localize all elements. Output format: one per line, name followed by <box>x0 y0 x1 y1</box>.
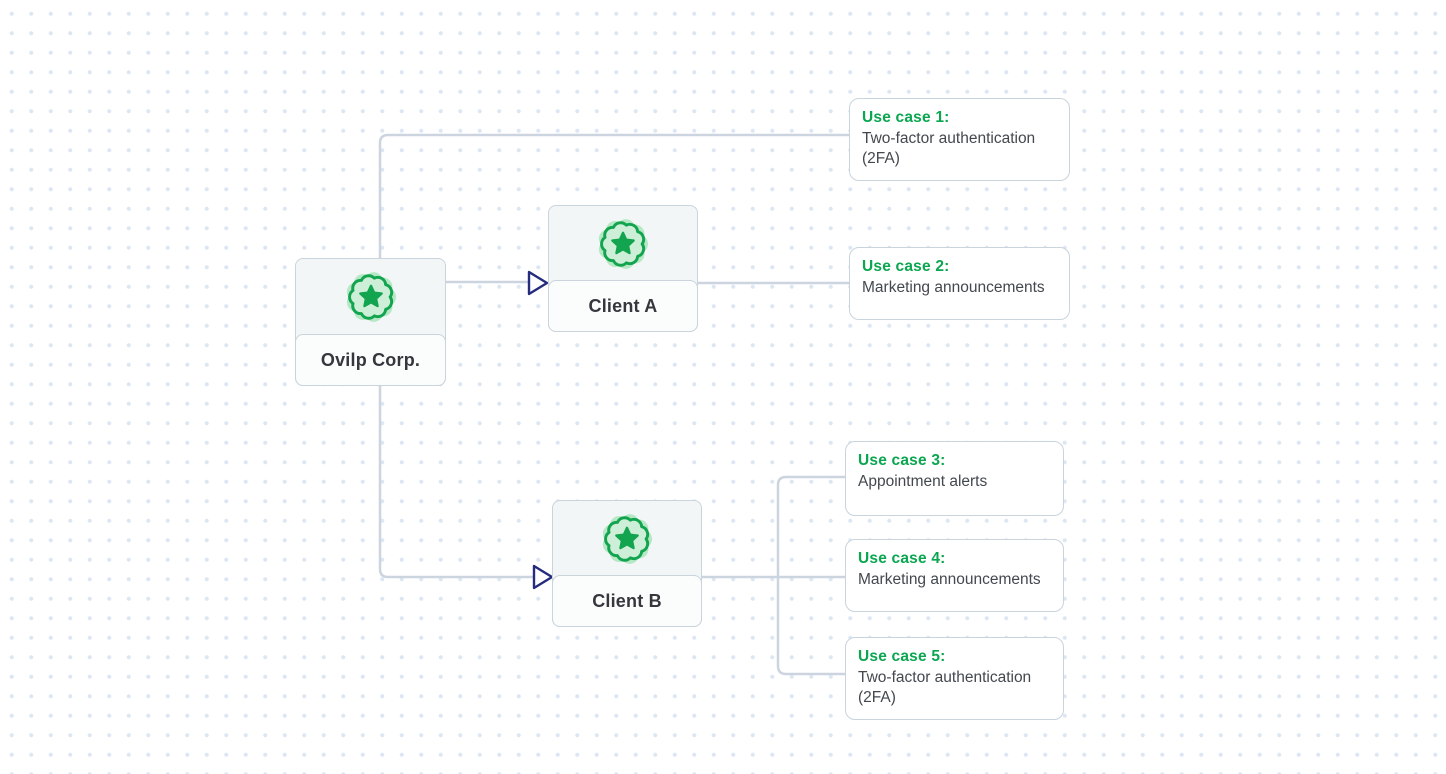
node-label: Client A <box>548 280 698 332</box>
use-case-title: Use case 4: <box>858 550 946 567</box>
node-label: Client B <box>552 575 702 627</box>
node-label-text: Ovilp Corp. <box>320 349 421 370</box>
use-case-card-5[interactable]: Use case 5: Two-factor authentication (2… <box>845 637 1064 720</box>
node-client-b[interactable]: Client B <box>552 500 702 627</box>
badge-star-icon <box>548 215 698 273</box>
connector-client-b-usecase3-usecase5 <box>776 475 845 676</box>
use-case-title: Use case 2: <box>862 258 950 275</box>
use-case-description: Marketing announcements <box>862 278 1045 296</box>
badge-star-icon <box>295 268 446 326</box>
use-case-card-1[interactable]: Use case 1: Two-factor authentication (2… <box>849 98 1070 181</box>
arrowhead-client-a <box>527 270 549 296</box>
badge-star-icon <box>552 510 702 568</box>
use-case-description: Appointment alerts <box>858 472 988 490</box>
node-label-text: Client A <box>588 295 658 316</box>
use-case-description: Two-factor authentication (2FA) <box>858 668 1032 707</box>
use-case-card-4[interactable]: Use case 4: Marketing announcements <box>845 539 1064 612</box>
node-label-text: Client B <box>592 590 662 611</box>
node-label: Ovilp Corp. <box>295 334 446 386</box>
use-case-description: Two-factor authentication (2FA) <box>862 129 1036 168</box>
use-case-card-3[interactable]: Use case 3: Appointment alerts <box>845 441 1064 516</box>
use-case-description: Marketing announcements <box>858 570 1041 588</box>
connector-ovilp-client-b <box>378 386 534 579</box>
use-case-card-2[interactable]: Use case 2: Marketing announcements <box>849 247 1070 320</box>
connector-ovilp-usecase1 <box>378 133 849 258</box>
arrowhead-client-b <box>532 564 554 590</box>
use-case-title: Use case 1: <box>862 109 950 126</box>
use-case-title: Use case 3: <box>858 452 946 469</box>
node-ovilp-corp[interactable]: Ovilp Corp. <box>295 258 446 386</box>
use-case-title: Use case 5: <box>858 648 946 665</box>
node-client-a[interactable]: Client A <box>548 205 698 332</box>
